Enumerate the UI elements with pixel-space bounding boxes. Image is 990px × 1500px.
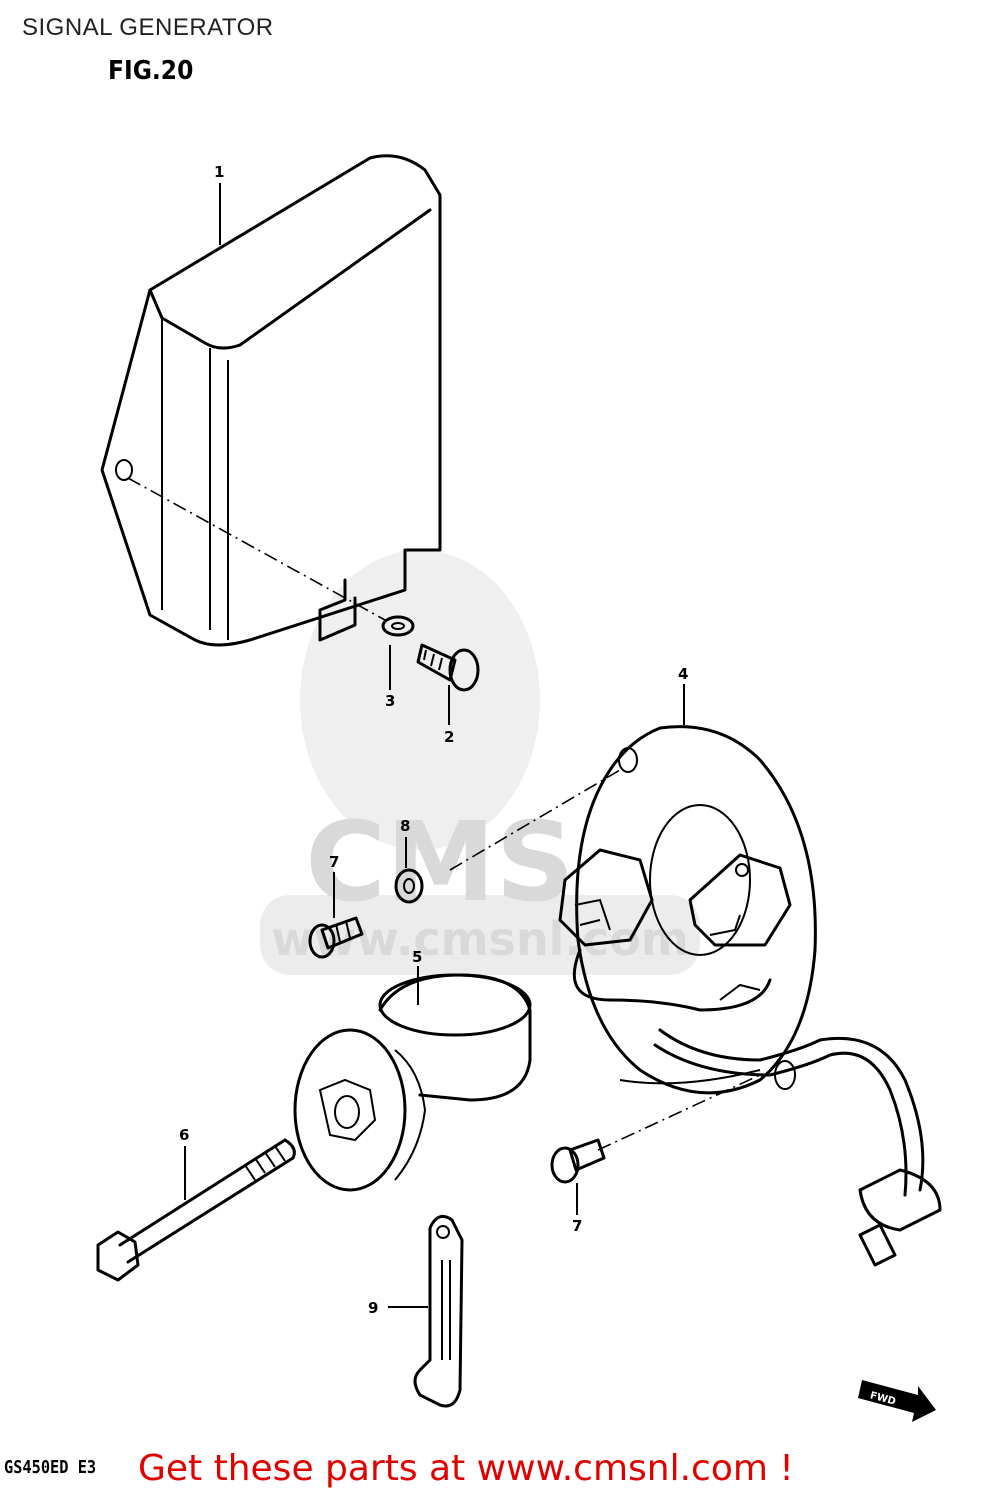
figure-label: FIG.20	[108, 56, 194, 86]
cms-watermark: CMS www.cmsnl.com	[260, 550, 700, 975]
page-title: SIGNAL GENERATOR	[22, 14, 274, 41]
model-code: GS450ED E3	[4, 1457, 97, 1478]
forward-arrow-icon: FWD	[858, 1380, 936, 1422]
callout-4: 4	[678, 665, 688, 683]
callout-3: 3	[385, 692, 395, 710]
rotor-part-5	[293, 973, 532, 1192]
bolt-part-6	[96, 1138, 296, 1282]
screw-part-7-upper	[308, 916, 364, 959]
callout-2: 2	[444, 728, 454, 746]
callout-7-lower: 7	[572, 1217, 582, 1235]
signal-generator-unit	[100, 154, 442, 647]
callout-6: 6	[179, 1126, 189, 1144]
promo-link[interactable]: Get these parts at www.cmsnl.com !	[138, 1448, 794, 1489]
clamp-part-9	[413, 1214, 464, 1408]
callout-5: 5	[412, 948, 422, 966]
screw-part-2	[416, 643, 480, 692]
washer-part-3	[381, 615, 415, 637]
stator-plate-part-4	[558, 725, 942, 1267]
watermark-logo: CMS	[305, 798, 574, 926]
callout-9: 9	[368, 1299, 378, 1317]
callout-8: 8	[400, 817, 410, 835]
watermark-url: www.cmsnl.com	[271, 912, 688, 966]
callout-1: 1	[214, 163, 224, 181]
screw-part-7-lower	[550, 1138, 606, 1184]
callout-7-upper: 7	[329, 853, 339, 871]
washer-part-8	[394, 868, 424, 904]
